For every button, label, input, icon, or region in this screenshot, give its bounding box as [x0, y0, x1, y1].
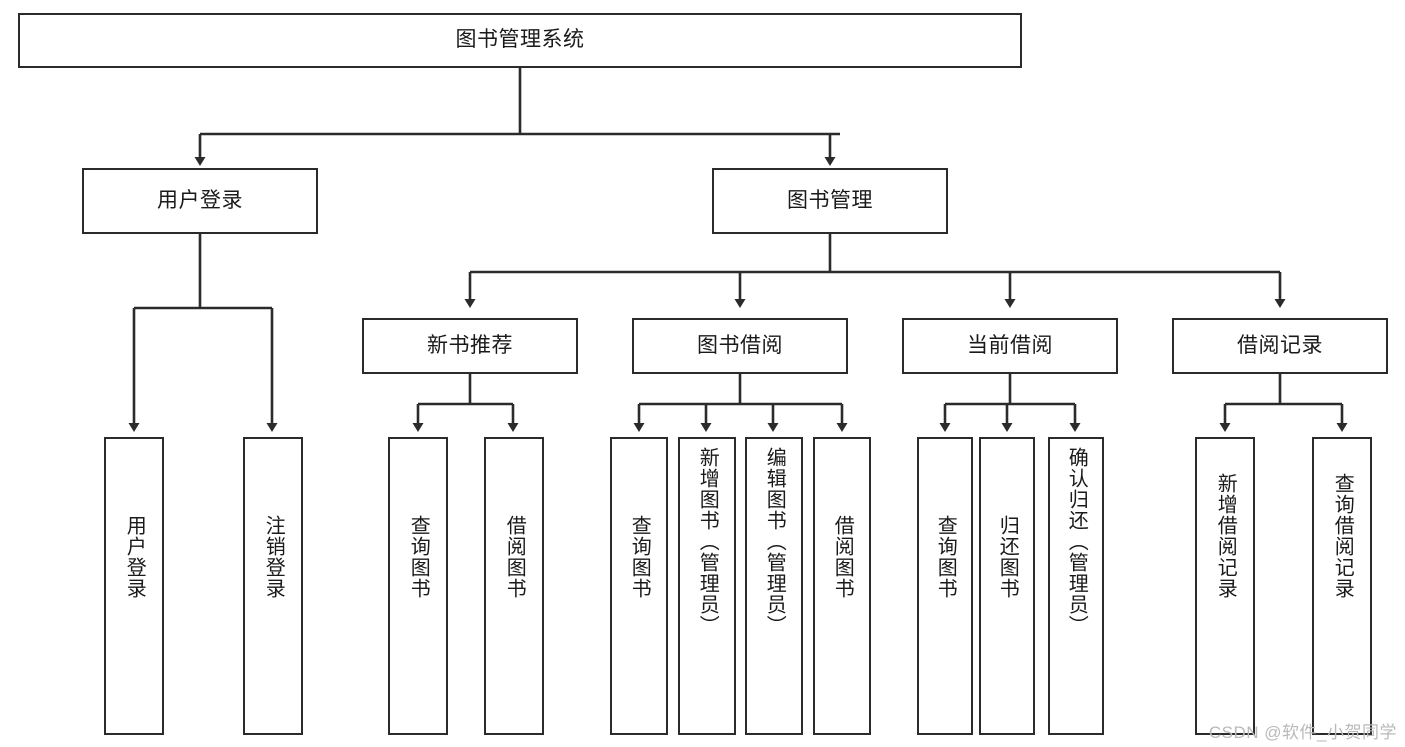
leaf-book-borrow-query[interactable]: 查询图书 [610, 437, 668, 735]
leaf-current-borrow-query-label: 查询图书 [934, 515, 957, 599]
node-book-borrow[interactable]: 图书借阅 [632, 318, 848, 374]
leaf-borrow-record-query[interactable]: 查询借阅记录 [1312, 437, 1372, 735]
leaf-new-book-query-label: 查询图书 [407, 515, 430, 599]
node-root[interactable]: 图书管理系统 [18, 13, 1022, 68]
node-new-book-recommend[interactable]: 新书推荐 [362, 318, 578, 374]
node-current-borrow[interactable]: 当前借阅 [902, 318, 1118, 374]
node-root-label: 图书管理系统 [455, 28, 585, 52]
node-book-borrow-label: 图书借阅 [697, 333, 783, 357]
leaf-user-login-signin[interactable]: 用户登录 [104, 437, 164, 735]
node-user-login[interactable]: 用户登录 [82, 168, 318, 234]
leaf-book-borrow-add[interactable]: 新增图书（管理员） [678, 437, 736, 735]
leaf-current-borrow-confirm[interactable]: 确认归还（管理员） [1048, 437, 1104, 735]
leaf-new-book-query[interactable]: 查询图书 [388, 437, 448, 735]
node-borrow-record-label: 借阅记录 [1237, 333, 1323, 357]
leaf-book-borrow-query-label: 查询图书 [628, 515, 651, 599]
leaf-book-borrow-add-label: 新增图书（管理员） [696, 447, 719, 636]
leaf-borrow-record-add[interactable]: 新增借阅记录 [1195, 437, 1255, 735]
node-user-login-label: 用户登录 [157, 188, 243, 212]
leaf-book-borrow-edit-label: 编辑图书（管理员） [763, 447, 786, 636]
node-new-book-recommend-label: 新书推荐 [427, 333, 513, 357]
leaf-borrow-record-query-label: 查询借阅记录 [1331, 473, 1354, 599]
csdn-watermark: CSDN @软件_小贺同学 [1208, 723, 1397, 742]
leaf-book-borrow-lend-label: 借阅图书 [831, 515, 854, 599]
leaf-current-borrow-query[interactable]: 查询图书 [917, 437, 973, 735]
node-borrow-record[interactable]: 借阅记录 [1172, 318, 1388, 374]
leaf-user-login-signout-label: 注销登录 [262, 515, 285, 599]
leaf-new-book-borrow[interactable]: 借阅图书 [484, 437, 544, 735]
leaf-borrow-record-add-label: 新增借阅记录 [1214, 473, 1237, 599]
node-book-management-label: 图书管理 [787, 188, 873, 212]
leaf-book-borrow-lend[interactable]: 借阅图书 [813, 437, 871, 735]
node-current-borrow-label: 当前借阅 [967, 333, 1053, 357]
leaf-new-book-borrow-label: 借阅图书 [503, 515, 526, 599]
leaf-current-borrow-return-label: 归还图书 [996, 515, 1019, 599]
leaf-current-borrow-return[interactable]: 归还图书 [979, 437, 1035, 735]
node-book-management[interactable]: 图书管理 [712, 168, 948, 234]
leaf-book-borrow-edit[interactable]: 编辑图书（管理员） [745, 437, 803, 735]
leaf-current-borrow-confirm-label: 确认归还（管理员） [1065, 447, 1088, 636]
leaf-user-login-signout[interactable]: 注销登录 [243, 437, 303, 735]
leaf-user-login-signin-label: 用户登录 [123, 515, 146, 599]
